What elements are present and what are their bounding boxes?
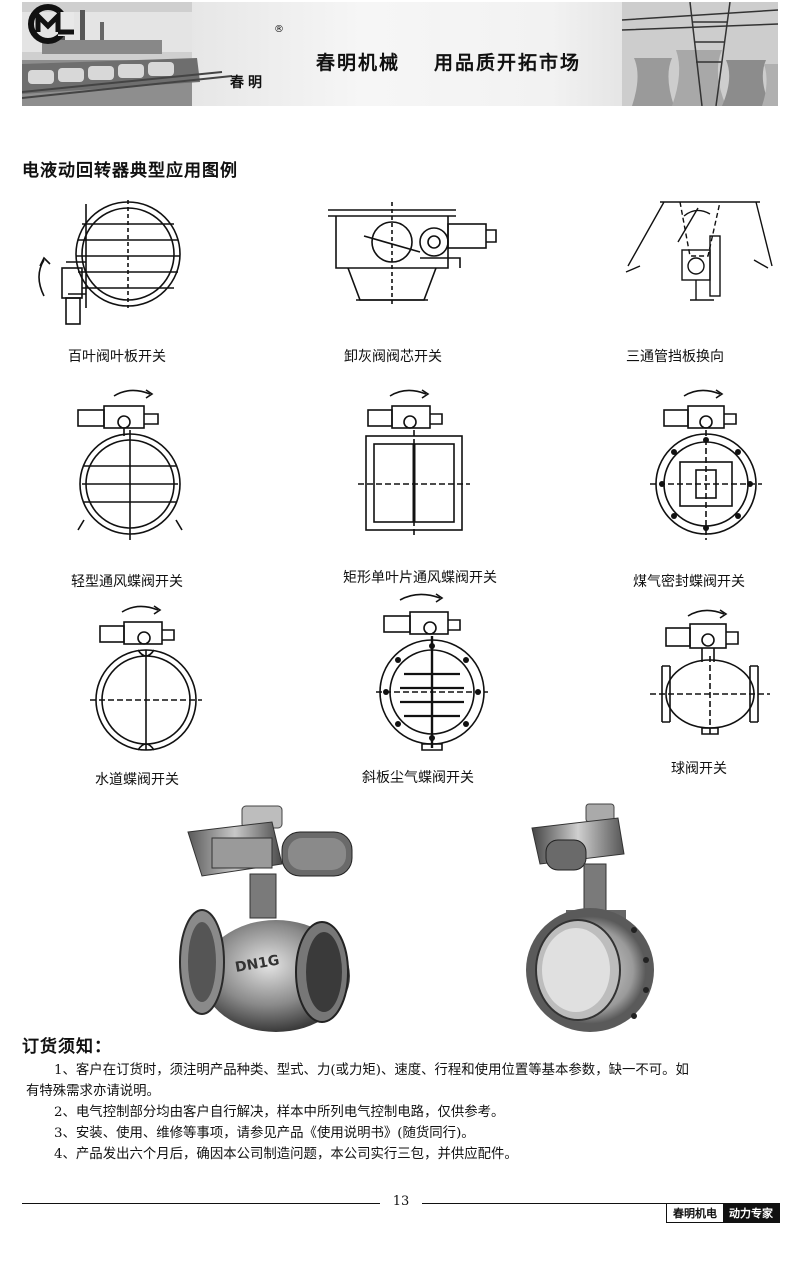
registered-mark: ® [274,24,284,35]
footer-rule-right [422,1203,778,1204]
order-notice-text: 1、客户在订货时，须注明产品种类、型式、力(或力矩)、速度、行程和使用位置等基本… [26,1060,778,1165]
order-notice-item: 2、电气控制部分均由客户自行解决，样本中所列电气控制电路，仅供参考。 [54,1105,505,1120]
slogan-left: 春明机械 [316,52,401,74]
banner-scenery [22,2,778,106]
header-banner: ® 春明 春明机械 用品质开拓市场 [22,2,778,106]
ball-valve-photo: DN1G [179,805,353,1032]
footer-badge: 春明机电 动力专家 [666,1203,780,1223]
footer-badge-left: 春明机电 [667,1204,723,1222]
diagram-caption: 百叶阀叶板开关 [68,349,166,365]
order-notice-title: 订货须知： [22,1037,112,1057]
three-way-damper-diagram [625,201,773,301]
footer-rule-left [22,1203,380,1204]
water-butterfly-valve-diagram [90,605,202,751]
order-notice-item: 3、安装、使用、维修等事项，请参见产品《使用说明书》(随货同行)。 [54,1126,475,1141]
logo-text: 春明 [230,75,266,91]
rect-butterfly-valve-diagram [358,389,470,536]
page-number: 13 [392,1194,410,1209]
diagram-caption: 轻型通风蝶阀开关 [71,574,183,590]
company-logo-icon [28,4,74,44]
casting-text: DN1G [234,952,281,975]
dust-butterfly-valve-diagram [376,593,488,751]
diagram-caption: 卸灰阀阀芯开关 [344,349,442,365]
order-notice-item: 1、客户在订货时，须注明产品种类、型式、力(或力矩)、速度、行程和使用位置等基本… [54,1063,689,1078]
section-title: 电液动回转器典型应用图例 [22,161,238,181]
light-butterfly-valve-diagram [77,389,183,540]
ball-valve-diagram [650,609,770,735]
header-slogan: 春明机械 用品质开拓市场 [316,48,581,75]
diagram-caption: 煤气密封蝶阀开关 [633,574,745,590]
diagram-caption: 水道蝶阀开关 [95,772,179,788]
order-notice-item: 有特殊需求亦请说明。 [26,1084,160,1099]
diagram-caption: 三通管挡板换向 [626,349,724,365]
louver-valve-diagram [38,200,181,325]
gas-butterfly-valve-diagram [650,389,762,540]
order-notice-item: 4、产品发出六个月后，确因本公司制造问题，本公司实行三包，并供应配件。 [54,1147,518,1162]
diagram-caption: 斜板尘气蝶阀开关 [362,770,474,786]
diagram-caption: 球阀开关 [671,761,727,777]
butterfly-valve-photo [526,803,654,1032]
ash-discharge-valve-diagram [328,202,497,306]
slogan-right: 用品质开拓市场 [434,52,582,74]
footer-badge-right: 动力专家 [723,1204,779,1222]
diagram-caption: 矩形单叶片通风蝶阀开关 [343,570,497,586]
